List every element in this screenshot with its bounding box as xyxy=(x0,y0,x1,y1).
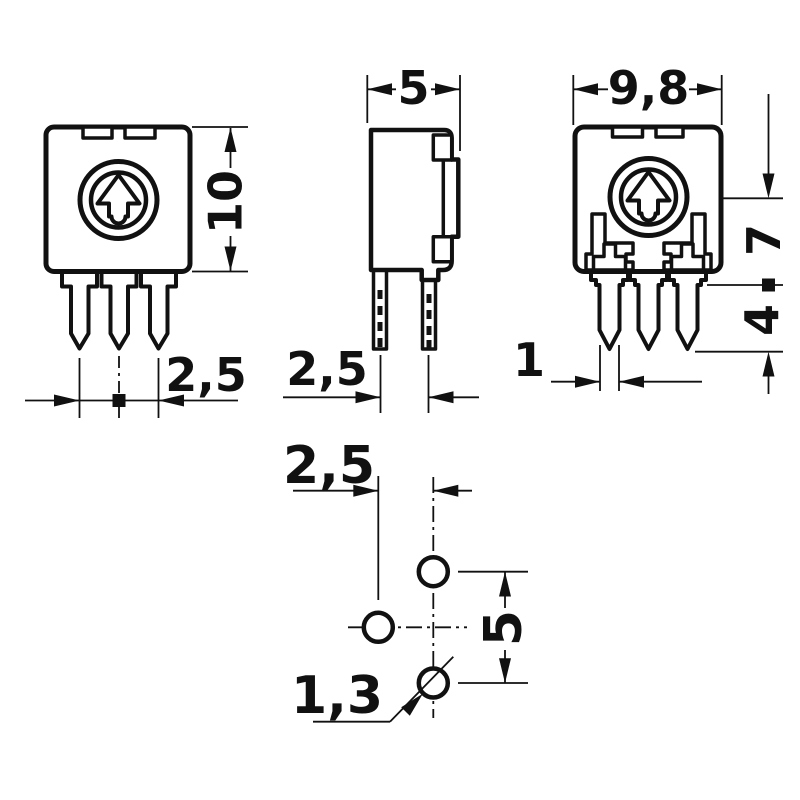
dim-label-hole-diameter: 1,3 xyxy=(291,666,383,726)
pin-perforations xyxy=(377,290,432,348)
dim-label-front-pitch: 2,5 xyxy=(165,348,247,402)
pin-center xyxy=(99,269,139,351)
dim-label-depth: 5 xyxy=(397,61,429,115)
pcb-hole-pattern-view xyxy=(293,476,528,723)
arrowhead-left xyxy=(367,83,392,96)
dim-label-side-pitch: 2,5 xyxy=(286,342,368,396)
arrowhead-left xyxy=(158,394,184,407)
leader-hole-diameter xyxy=(313,656,454,723)
top-notch-left xyxy=(81,125,114,140)
arrowhead-left xyxy=(619,375,644,388)
hole-top-right xyxy=(416,554,451,589)
pin-right xyxy=(667,268,708,351)
side-view xyxy=(283,75,479,413)
front-detail-view xyxy=(551,75,783,394)
arrowhead-diagonal xyxy=(401,693,423,716)
side-tab-bottom xyxy=(431,234,454,264)
arrowhead-right xyxy=(54,394,80,407)
dim-height-10 xyxy=(192,126,248,273)
arrowhead-down xyxy=(762,173,775,199)
arrowhead-up xyxy=(499,571,511,597)
dim-label-height: 10 xyxy=(199,170,253,234)
top-notch-right xyxy=(654,125,685,139)
dim-width-9_8 xyxy=(572,75,723,125)
contact-pin-neck-left xyxy=(591,242,628,272)
center-marker-square xyxy=(762,278,775,292)
dim-chain-7-4 xyxy=(695,94,783,394)
arrowhead-right xyxy=(355,391,381,404)
dim-label-width: 9,8 xyxy=(608,61,690,115)
dim-label-pad-pitch-y: 5 xyxy=(474,610,534,646)
arrowhead-left xyxy=(428,391,454,404)
center-marker-square xyxy=(112,394,126,407)
arrowhead-left xyxy=(433,484,459,497)
arrowhead-right xyxy=(435,83,460,96)
dim-depth-5 xyxy=(366,75,461,151)
dim-label-4: 4 xyxy=(735,304,789,336)
pin-left xyxy=(589,268,630,351)
contact-pin-neck-right xyxy=(669,242,706,272)
arrowhead-down xyxy=(224,246,237,271)
dim-pitch-2_5 xyxy=(25,356,238,421)
hole-bottom-right xyxy=(416,666,451,700)
arrowhead-left xyxy=(573,83,598,96)
arrowhead-right xyxy=(353,484,379,497)
arrowhead-right xyxy=(697,83,722,96)
top-notch-left xyxy=(610,125,645,139)
front-view xyxy=(25,124,248,421)
rotor-arrow-icon xyxy=(95,173,142,226)
pin-right xyxy=(139,269,178,351)
hole-left xyxy=(361,610,396,645)
arrowhead-up xyxy=(762,351,775,377)
dim-label-pin-width: 1 xyxy=(513,333,545,387)
pin-left xyxy=(60,269,99,351)
arrowhead-right xyxy=(575,375,600,388)
side-tab-top xyxy=(431,133,454,162)
dim-pin-width-1 xyxy=(551,345,702,391)
dim-label-pad-pitch-x: 2,5 xyxy=(283,436,375,496)
leader-line xyxy=(389,656,454,723)
rotor-arrow-icon xyxy=(625,170,672,223)
dim-side-pitch-2_5 xyxy=(283,355,479,413)
top-notch-right xyxy=(123,125,157,140)
pin-center xyxy=(628,268,669,351)
arrowhead-up xyxy=(224,127,237,152)
dim-pad-pitch-5 xyxy=(458,570,528,684)
dim-label-7: 7 xyxy=(737,224,791,256)
dim-pad-pitch-2_5 xyxy=(293,484,472,497)
arrowhead-down xyxy=(499,658,511,683)
